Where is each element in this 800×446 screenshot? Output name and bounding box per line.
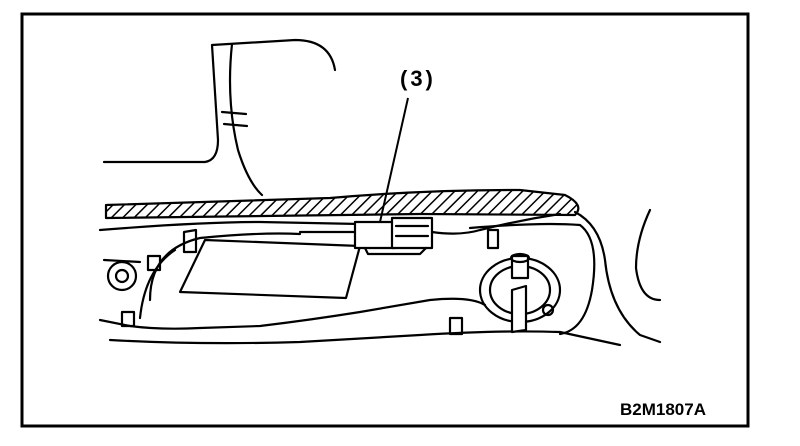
figure-id: B2M1807A	[620, 400, 706, 419]
callout-leader-line	[379, 97, 409, 223]
vehicle-panel-drawing	[98, 38, 662, 347]
callout-label: (3)	[400, 66, 436, 91]
border-frame	[20, 12, 750, 428]
